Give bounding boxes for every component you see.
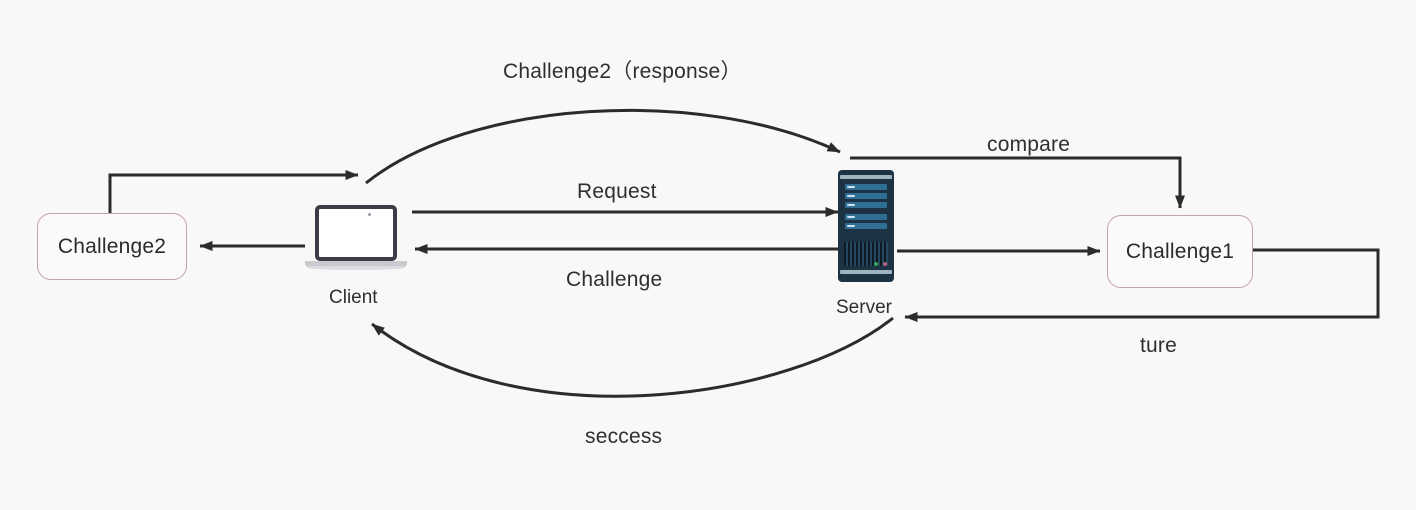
edge-label-seccess: seccess	[585, 425, 663, 448]
edge-label-challenge2-response: Challenge2（response）	[503, 60, 742, 83]
server-drive-bay	[845, 202, 887, 208]
edge-label-challenge: Challenge	[566, 268, 663, 291]
server-top-strip	[840, 175, 892, 179]
edge-label-compare: compare	[987, 133, 1071, 156]
connector-compare	[850, 156, 1185, 209]
node-challenge2[interactable]: Challenge2	[37, 213, 187, 280]
connector-challenge2-response	[365, 108, 841, 185]
server-drive-bay	[845, 223, 887, 229]
node-challenge1[interactable]: Challenge1	[1107, 215, 1253, 288]
server-drive-bay	[845, 184, 887, 190]
server-bottom-strip	[840, 270, 892, 274]
node-challenge1-label: Challenge1	[1125, 239, 1235, 263]
client-label: Client	[329, 287, 378, 308]
laptop-icon[interactable]	[305, 205, 407, 271]
connector-seccess	[371, 316, 894, 398]
laptop-base	[305, 261, 407, 268]
connector-challenge2-feedback	[108, 170, 359, 213]
server-tower-icon[interactable]	[838, 170, 894, 282]
laptop-screen	[315, 205, 397, 261]
edge-label-ture: ture	[1140, 334, 1177, 357]
server-led-green-icon	[874, 262, 878, 266]
node-challenge2-label: Challenge2	[57, 234, 167, 258]
server-drive-bay	[845, 193, 887, 199]
connector-ture	[904, 248, 1380, 322]
edge-label-request: Request	[577, 180, 657, 203]
server-vent-grille	[844, 242, 888, 266]
laptop-shadow	[309, 266, 403, 270]
server-led-red-icon	[883, 262, 887, 266]
server-drive-bay	[845, 214, 887, 220]
laptop-camera-icon	[368, 213, 371, 216]
server-label: Server	[836, 297, 892, 318]
